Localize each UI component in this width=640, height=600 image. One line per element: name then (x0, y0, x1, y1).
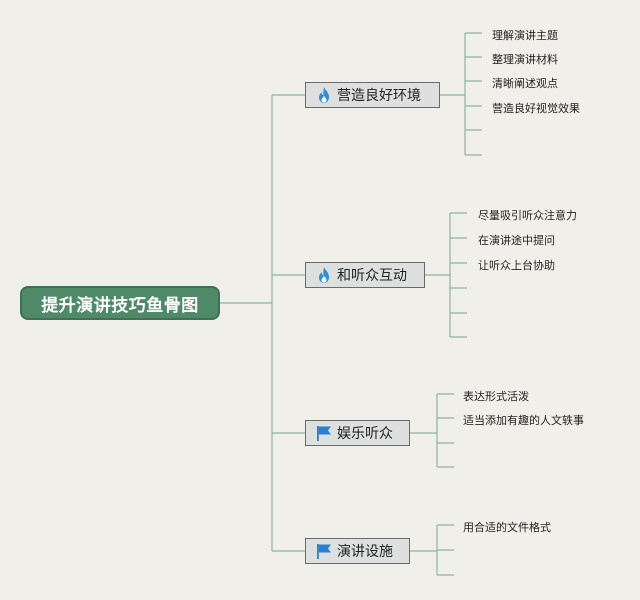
flag-icon (316, 425, 332, 441)
leaf-item[interactable]: 适当添加有趣的人文轶事 (463, 414, 584, 427)
branch-node-audience-interaction[interactable]: 和听众互动 (305, 262, 425, 288)
branch-label: 娱乐听众 (337, 426, 393, 442)
leaf-item[interactable]: 用合适的文件格式 (463, 521, 551, 534)
leaf-item[interactable]: 理解演讲主题 (492, 29, 558, 42)
branch-node-entertain-audience[interactable]: 娱乐听众 (305, 420, 410, 446)
leaf-item[interactable]: 清晰阐述观点 (492, 77, 558, 90)
branch-node-environment[interactable]: 营造良好环境 (305, 82, 440, 108)
leaf-item[interactable]: 在演讲途中提问 (478, 234, 555, 247)
root-node[interactable]: 提升演讲技巧鱼骨图 (20, 286, 220, 320)
branch-label: 和听众互动 (337, 268, 407, 284)
flag-icon (316, 543, 332, 559)
root-label: 提升演讲技巧鱼骨图 (41, 295, 199, 316)
leaf-item[interactable]: 整理演讲材料 (492, 53, 558, 66)
branch-label: 演讲设施 (337, 544, 393, 560)
branch-node-speech-facilities[interactable]: 演讲设施 (305, 538, 410, 564)
fire-icon (316, 87, 332, 103)
leaf-item[interactable]: 营造良好视觉效果 (492, 102, 580, 115)
leaf-item[interactable]: 表达形式活泼 (463, 390, 529, 403)
leaf-item[interactable]: 尽量吸引听众注意力 (478, 209, 577, 222)
leaf-item[interactable]: 让听众上台协助 (478, 259, 555, 272)
fire-icon (316, 267, 332, 283)
branch-label: 营造良好环境 (337, 88, 421, 104)
